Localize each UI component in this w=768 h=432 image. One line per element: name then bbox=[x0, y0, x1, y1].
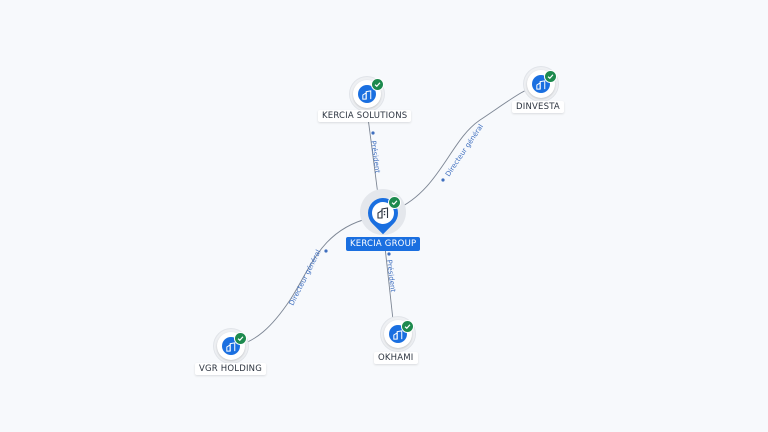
building-icon bbox=[377, 204, 389, 223]
verified-check-icon bbox=[544, 70, 557, 83]
building-icon bbox=[536, 75, 546, 94]
verified-check-icon bbox=[371, 78, 384, 91]
node-label: KERCIA GROUP bbox=[346, 237, 421, 251]
building-icon bbox=[393, 325, 403, 344]
node-label: VGR HOLDING bbox=[195, 363, 267, 375]
edge-label-kercia-solutions: Président bbox=[369, 140, 382, 174]
edge-marker bbox=[324, 249, 328, 253]
center-pin-face bbox=[372, 202, 394, 224]
node-label: OKHAMI bbox=[374, 352, 418, 364]
node-label: KERCIA SOLUTIONS bbox=[318, 110, 412, 122]
verified-check-icon bbox=[234, 332, 247, 345]
edge-marker bbox=[387, 252, 391, 256]
verified-check-icon bbox=[388, 196, 401, 209]
edge-label-okhami: Président bbox=[385, 259, 397, 293]
verified-check-icon bbox=[401, 320, 414, 333]
edge-okhami bbox=[383, 237, 394, 321]
edge-marker bbox=[371, 131, 375, 135]
edge-label-vgr-holding: Directeur général bbox=[288, 249, 323, 307]
edge-vgr-holding bbox=[239, 217, 371, 346]
node-icon-badge bbox=[358, 85, 376, 103]
building-icon bbox=[226, 337, 236, 356]
node-label: DINVESTA bbox=[512, 101, 564, 113]
edge-label-dinvesta: Directeur général bbox=[444, 123, 485, 178]
edge-kercia-solutions bbox=[366, 109, 379, 196]
edge-marker bbox=[441, 178, 445, 182]
edge-dinvesta bbox=[394, 84, 541, 211]
building-icon bbox=[362, 85, 372, 104]
